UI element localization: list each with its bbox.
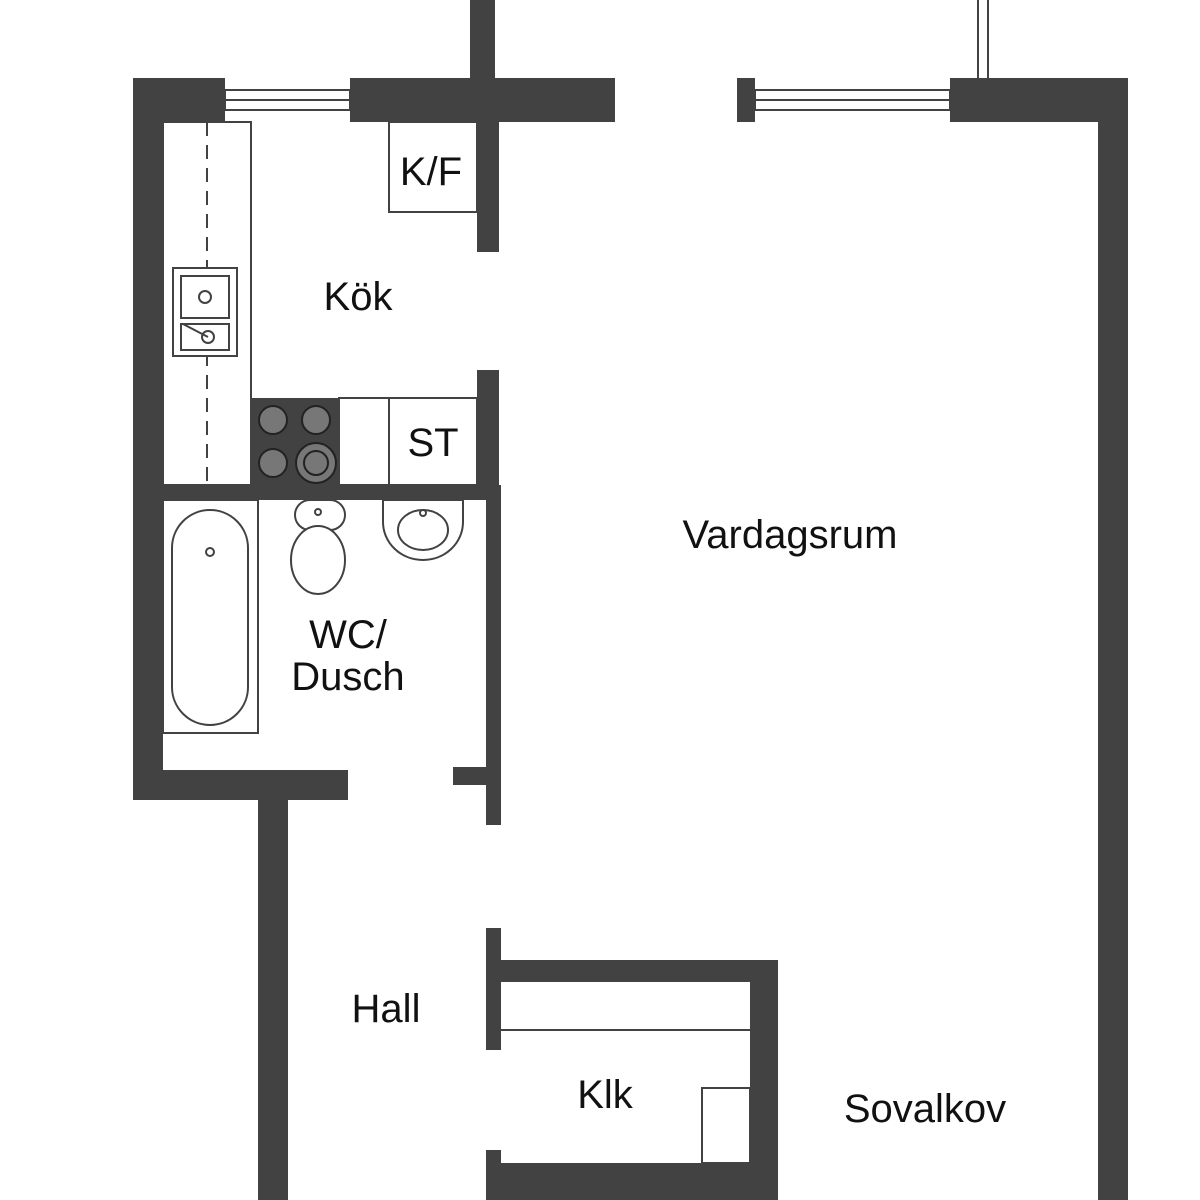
wall-closet-bottom: [486, 1163, 778, 1200]
counter-beside-stove: [338, 397, 390, 486]
room-label-bath-line1: WC/: [309, 613, 388, 657]
windows: [224, 89, 951, 111]
balcony-post-base: [470, 78, 495, 122]
wall-left-lower: [258, 785, 288, 1200]
wall-closet-left-lower: [486, 1150, 501, 1200]
wall-kitchen-living-lower: [477, 370, 499, 500]
wall-bath-door-stub: [453, 767, 501, 785]
stove-icon: [251, 398, 339, 485]
wall-top-small: [737, 78, 755, 122]
washbasin-icon: [382, 499, 464, 561]
wall-kitchen-bath: [163, 485, 499, 500]
balcony-post: [470, 0, 495, 78]
room-label-kitchen: Kök: [324, 275, 394, 319]
sink-icon: [172, 267, 238, 357]
room-label-hall: Hall: [352, 987, 421, 1031]
kitchen-fixtures: K/F ST: [162, 121, 478, 486]
room-label-living: Vardagsrum: [683, 513, 898, 557]
wall-kitchen-living-upper: [477, 122, 499, 252]
wardrobe-label: ST: [407, 421, 458, 465]
wall-closet-top: [486, 960, 778, 982]
room-label-bath-line2: Dusch: [291, 655, 404, 699]
wall-notch-horizontal: [133, 770, 348, 800]
wall-right: [1098, 78, 1128, 1200]
wardrobe-cabinet: [388, 397, 478, 486]
toilet-icon: [290, 499, 346, 595]
fridge-freezer-cabinet: [388, 121, 478, 213]
wall-closet-left-upper: [486, 928, 501, 1050]
bathtub-icon: [171, 509, 249, 726]
room-labels: Kök Vardagsrum WC/ Dusch Hall Klk Sovalk…: [291, 275, 1006, 1131]
room-label-sleeping-alcove: Sovalkov: [844, 1087, 1006, 1131]
outer-walls: [133, 0, 1128, 1200]
closet-fixtures: [501, 1029, 751, 1164]
interior-walls: [163, 122, 778, 1200]
closet-cabinet: [701, 1087, 751, 1164]
wall-bath-living: [486, 485, 501, 825]
bathroom-fixtures: [162, 499, 464, 734]
bathtub-drain-icon: [205, 547, 215, 557]
wall-left-upper: [133, 78, 163, 800]
wall-closet-right: [750, 960, 778, 1200]
room-label-closet: Klk: [577, 1073, 634, 1117]
fridge-freezer-label: K/F: [400, 150, 462, 194]
